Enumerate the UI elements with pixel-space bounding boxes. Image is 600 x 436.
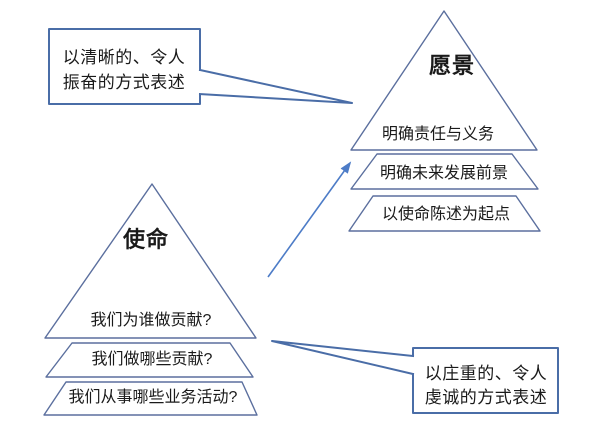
mission-layer-1-label: 我们为谁做贡献? bbox=[91, 311, 212, 329]
vision-note-callout: 以清晰的、令人 振奋的方式表述 bbox=[48, 28, 353, 105]
mission-pyramid: 使命 我们为谁做贡献? 我们做哪些贡献? 我们从事哪些业务活动? bbox=[43, 183, 258, 416]
mission-note-tail bbox=[271, 340, 415, 376]
vision-layer-1-label: 明确责任与义务 bbox=[382, 125, 494, 143]
mission-layer-3-label: 我们从事哪些业务活动? bbox=[69, 388, 238, 406]
mission-pyramid-top-shape bbox=[44, 183, 257, 339]
mission-note-line-2: 虔诚的方式表述 bbox=[425, 388, 548, 407]
mission-pyramid-bottom-shape bbox=[43, 381, 258, 416]
vision-pyramid-title: 愿景 bbox=[429, 53, 475, 78]
vision-layer-2-label: 明确未来发展前景 bbox=[380, 164, 508, 182]
vision-pyramid-bottom-shape bbox=[348, 195, 541, 232]
vision-note-box bbox=[48, 28, 201, 105]
vision-note-tail bbox=[198, 68, 353, 104]
vision-note-line-2: 振奋的方式表述 bbox=[63, 73, 186, 92]
mission-layer-2-label: 我们做哪些贡献? bbox=[92, 350, 213, 368]
mission-pyramid-middle-shape bbox=[45, 342, 254, 378]
mission-note-line-1: 以庄重的、令人 bbox=[425, 364, 548, 383]
mission-to-vision-arrow bbox=[267, 161, 352, 278]
vision-pyramid-top-shape bbox=[350, 10, 538, 151]
mission-pyramid-title: 使命 bbox=[122, 227, 169, 252]
mission-note-callout: 以庄重的、令人 虔诚的方式表述 bbox=[271, 340, 559, 414]
vision-pyramid-middle-shape bbox=[350, 153, 539, 190]
vision-layer-3-label: 以使命陈述为起点 bbox=[382, 205, 510, 223]
vision-note-line-1: 以清晰的、令人 bbox=[63, 48, 186, 67]
vision-pyramid: 愿景 明确责任与义务 明确未来发展前景 以使命陈述为起点 bbox=[348, 10, 541, 232]
mission-note-box bbox=[412, 347, 559, 414]
